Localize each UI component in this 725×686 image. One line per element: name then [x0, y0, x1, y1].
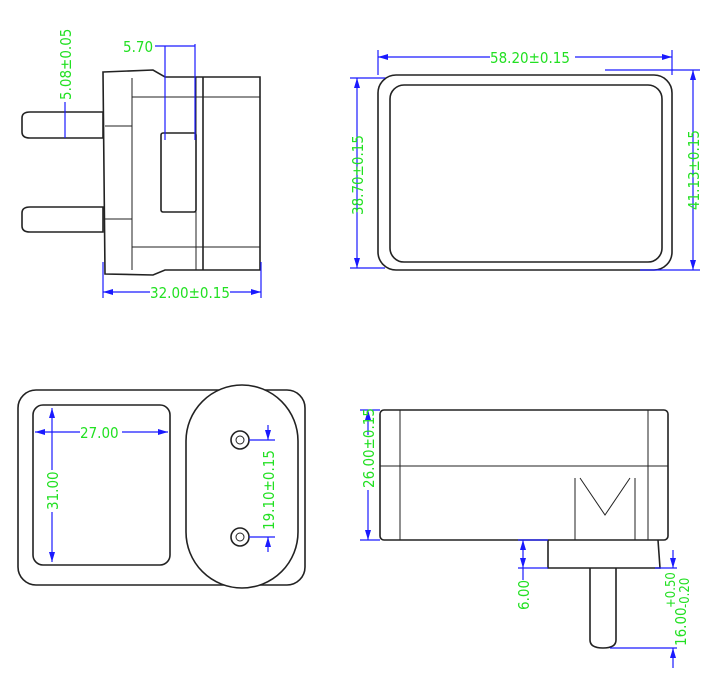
dim-pin-length: 16.00	[672, 607, 690, 646]
back-view: 27.00 31.00 19.10±0.15	[17, 384, 306, 589]
dim-step: 6.00	[515, 580, 533, 610]
side-view: 5.70 5.08±0.05 32.00±0.15	[21, 29, 262, 302]
side-body	[102, 69, 261, 276]
dim-label-width: 27.00	[80, 424, 119, 442]
bottom-pin	[589, 568, 617, 649]
plug-pill	[185, 384, 299, 589]
pin-top	[21, 111, 104, 139]
front-outer	[377, 74, 673, 271]
front-inner	[389, 84, 663, 263]
pin-bottom	[21, 206, 104, 233]
dim-window: 5.70	[123, 38, 153, 56]
dim-outer-height: 41.13±0.15	[685, 130, 703, 210]
dim-width: 58.20±0.15	[490, 49, 570, 67]
dim-depth: 32.00±0.15	[150, 284, 230, 302]
dim-pin-spacing: 19.10±0.15	[260, 450, 278, 530]
dim-pin-width: 5.08±0.05	[57, 29, 75, 100]
dim-pin-tol-plus: +0.50	[664, 572, 679, 608]
side-window	[160, 132, 197, 213]
label-area	[32, 404, 171, 566]
back-outer	[17, 389, 306, 586]
bottom-body	[379, 409, 669, 541]
dim-label-height: 31.00	[44, 471, 62, 510]
dim-inner-height: 38.70±0.15	[349, 135, 367, 215]
bottom-view: 26.00±0.15 6.00 16.00 +0.50 -0.20	[360, 408, 693, 668]
front-view: 58.20±0.15 38.70±0.15 41.13±0.15	[349, 49, 703, 271]
dim-height: 26.00±0.15	[360, 408, 378, 488]
dim-pin-tol-minus: -0.20	[678, 578, 693, 608]
